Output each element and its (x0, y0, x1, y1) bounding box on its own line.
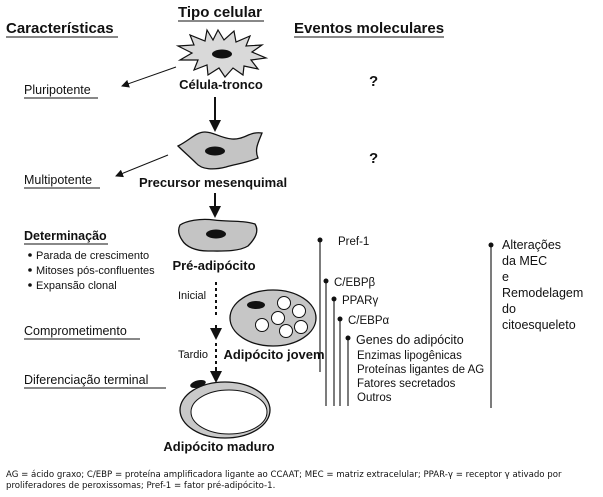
bullet (28, 253, 32, 257)
phase-late: Tardio (178, 349, 208, 361)
ecm-line: da MEC (502, 254, 547, 268)
header-cell-type: Tipo celular (178, 4, 262, 21)
mature-adipocyte-cell (179, 379, 271, 439)
nucleus (190, 379, 206, 389)
marker-genes: Genes do adipócito (356, 333, 464, 347)
determination-item: Mitoses pós-confluentes (36, 265, 155, 277)
arrow-to-multipotent (115, 154, 169, 178)
cell-label-young: Adipócito jovem (223, 347, 324, 362)
marker-pref1: Pref-1 (338, 236, 369, 248)
ecm-line: Alterações (502, 238, 561, 252)
nucleus (206, 229, 226, 239)
gene-item: Fatores secretados (357, 378, 456, 390)
header-molecular-events: Eventos moleculares (294, 20, 444, 37)
lipid-droplet (294, 320, 308, 334)
marker-cebpa: C/EBPα (348, 315, 390, 327)
lipid-droplet (271, 311, 285, 325)
stage-commitment: Comprometimento (24, 324, 127, 338)
ecm-line: e (502, 270, 509, 284)
cell-label-mesenchymal: Precursor mesenquimal (139, 175, 287, 190)
marker-cebpb: C/EBPβ (334, 277, 376, 289)
ecm-line: citoesqueleto (502, 318, 576, 332)
unknown-molecular-event: ? (369, 150, 378, 167)
arrow-to-pluripotent (121, 66, 177, 88)
determination-item: Parada de crescimento (36, 250, 149, 262)
stage-pluripotent: Pluripotente (24, 83, 91, 97)
mesenchymal-precursor-cell (176, 131, 263, 170)
stem-cell (175, 28, 269, 78)
ecm-line: do (502, 302, 516, 316)
nucleus (205, 146, 225, 156)
preadipocyte-cell (178, 218, 258, 252)
lipid-droplet (255, 318, 269, 332)
footnote: AG = ácido graxo; C/EBP = proteína ampli… (6, 470, 562, 491)
determination-item: Expansão clonal (36, 280, 117, 292)
cell-label-preadipocyte: Pré-adipócito (172, 258, 255, 273)
ecm-line: Remodelagem (502, 286, 583, 300)
nucleus (212, 49, 232, 59)
nucleus (247, 301, 265, 309)
stage-determination: Determinação (24, 229, 107, 243)
unknown-molecular-event: ? (369, 73, 378, 90)
lipid-droplet (292, 304, 306, 318)
bullet (28, 268, 32, 272)
cell-label-mature: Adipócito maduro (163, 439, 274, 454)
stage-multipotent: Multipotente (24, 173, 92, 187)
lipid-droplet (277, 296, 291, 310)
young-adipocyte-cell (229, 289, 317, 347)
gene-item: Outros (357, 392, 392, 404)
gene-item: Enzimas lipogênicas (357, 350, 462, 362)
marker-ppar: PPARγ (342, 295, 378, 307)
gene-item: Proteínas ligantes de AG (357, 364, 484, 376)
lipid-droplet (279, 324, 293, 338)
cell-label-stem: Célula-tronco (179, 77, 263, 92)
stage-terminal-differentiation: Diferenciação terminal (24, 373, 148, 387)
bullet (28, 283, 32, 287)
header-characteristics: Características (6, 20, 114, 37)
adipogenesis-diagram: Características Tipo celular Eventos mol… (6, 4, 583, 454)
phase-initial: Inicial (178, 290, 206, 302)
